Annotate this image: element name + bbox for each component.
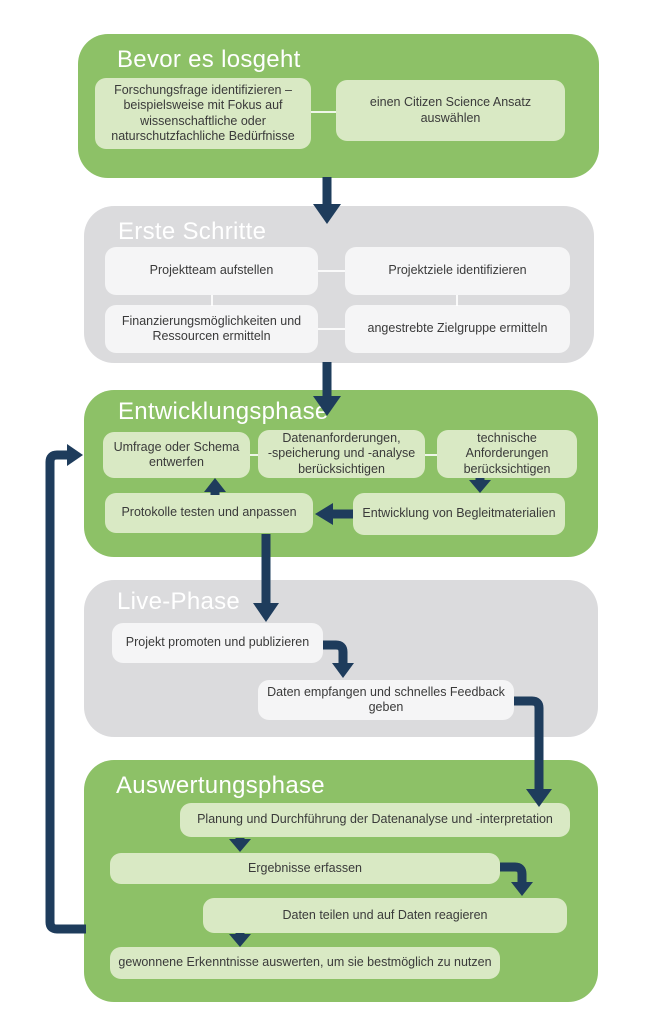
step-erkenntnisse-auswerten: gewonnene Erkenntnisse auswerten, um sie… [110, 947, 500, 979]
step-finanzierung-ressourcen: Finanzierungsmöglichkeiten und Ressource… [105, 305, 318, 353]
step-ergebnisse-erfassen: Ergebnisse erfassen [110, 853, 500, 884]
step-protokolle-testen: Protokolle testen und anpassen [105, 493, 313, 533]
step-daten-empfangen-feedback: Daten empfangen und schnelles Feedback g… [258, 680, 514, 720]
step-projekt-promoten: Projekt promoten und publizieren [112, 623, 323, 663]
step-projektteam-aufstellen: Projektteam aufstellen [105, 247, 318, 295]
step-forschungsfrage-identifizieren: Forschungsfrage identifizieren – beispie… [95, 78, 311, 149]
section-title-live-phase: Live-Phase [117, 588, 241, 615]
step-planung-datenanalyse: Planung und Durchführung der Datenanalys… [180, 803, 570, 837]
arrowhead-icon [67, 444, 83, 466]
step-datenanforderungen: Datenanforderungen, -speicherung und -an… [258, 430, 425, 478]
step-zielgruppe-ermitteln: angestrebte Zielgruppe ermitteln [345, 305, 570, 353]
step-technische-anforderungen: technische Anforderungen berücksichtigen [437, 430, 577, 478]
step-begleitmaterialien: Entwicklung von Begleitmaterialien [353, 493, 565, 535]
step-daten-teilen-reagieren: Daten teilen und auf Daten reagieren [203, 898, 567, 933]
step-umfrage-schema-entwerfen: Umfrage oder Schema entwerfen [103, 432, 250, 478]
section-title-entwicklungsphase: Entwicklungsphase [118, 398, 329, 425]
section-title-bevor-es-losgeht: Bevor es losgeht [117, 46, 301, 73]
step-projektziele-identifizieren: Projektziele identifizieren [345, 247, 570, 295]
step-citizen-science-ansatz: einen Citizen Science Ansatz auswählen [336, 80, 565, 141]
section-title-auswertungsphase: Auswertungsphase [116, 772, 325, 799]
arrow-feedback-loop [45, 450, 86, 934]
section-title-erste-schritte: Erste Schritte [118, 218, 267, 245]
